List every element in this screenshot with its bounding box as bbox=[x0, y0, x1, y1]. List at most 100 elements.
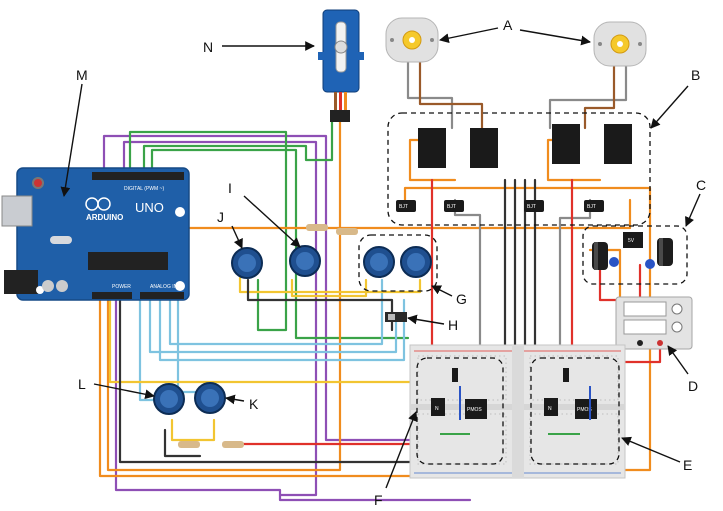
svg-text:5V: 5V bbox=[628, 238, 635, 244]
knob-icon bbox=[671, 303, 683, 315]
slide-switch bbox=[385, 312, 407, 322]
arrow-m bbox=[60, 83, 83, 197]
power-header-label: POWER bbox=[112, 284, 131, 290]
potentiometer-i bbox=[289, 245, 321, 277]
potentiometers bbox=[153, 245, 432, 415]
resistor bbox=[222, 441, 244, 448]
crystal bbox=[50, 236, 72, 244]
group-outlines bbox=[358, 112, 688, 465]
brown-wire bbox=[418, 60, 484, 130]
regulator-chip: 5V bbox=[623, 232, 643, 248]
transistor: BJT bbox=[584, 200, 604, 212]
power-jack bbox=[4, 270, 38, 294]
svg-text:N: N bbox=[435, 406, 439, 412]
dc-motor-left bbox=[385, 17, 439, 63]
diode bbox=[563, 368, 569, 382]
arrow-e bbox=[621, 436, 681, 463]
label-e: E bbox=[683, 457, 692, 473]
svg-text:BJT: BJT bbox=[399, 204, 408, 210]
capacitor bbox=[56, 280, 68, 292]
group-box-g bbox=[358, 234, 438, 292]
arrow-a-left bbox=[439, 27, 499, 44]
label-n: N bbox=[203, 39, 213, 55]
arrow-k bbox=[225, 394, 245, 405]
relay bbox=[552, 124, 580, 164]
gray-wire bbox=[406, 60, 454, 130]
power-header bbox=[92, 292, 132, 299]
digital-header bbox=[92, 172, 184, 180]
nmos-transistor: N bbox=[431, 398, 445, 416]
svg-text:PMOS: PMOS bbox=[577, 407, 592, 413]
orange-wire bbox=[178, 198, 632, 230]
gray-wire bbox=[453, 198, 482, 352]
arrow-i bbox=[243, 195, 301, 248]
arrow-l bbox=[93, 383, 155, 400]
svg-text:N: N bbox=[548, 406, 552, 412]
arrow-f bbox=[385, 411, 418, 489]
group-box-f bbox=[416, 357, 504, 465]
relay bbox=[470, 128, 498, 168]
potentiometer-j bbox=[231, 247, 263, 279]
arduino-logo-icon bbox=[97, 197, 111, 211]
power-supply bbox=[615, 296, 693, 350]
gray-wire bbox=[548, 60, 628, 130]
pmos-transistor: PMOS bbox=[465, 399, 487, 419]
arrow-c bbox=[685, 193, 701, 227]
arrow-j bbox=[231, 225, 243, 249]
green-wire bbox=[128, 130, 288, 332]
blue-wire bbox=[168, 278, 384, 346]
digital-header-label: DIGITAL (PWM ~) bbox=[124, 186, 164, 192]
gray-wire bbox=[558, 198, 592, 352]
resistor bbox=[306, 224, 328, 231]
nmos-transistor: N bbox=[544, 398, 558, 416]
arrow-d bbox=[667, 345, 689, 375]
knob-icon bbox=[671, 321, 683, 333]
servo-motor bbox=[318, 9, 364, 122]
yellow-wire bbox=[170, 418, 216, 442]
group-box-b bbox=[387, 112, 651, 226]
label-d: D bbox=[688, 378, 698, 394]
servo-cable bbox=[334, 92, 337, 110]
red-wire bbox=[223, 442, 422, 472]
arduino-uno-board: DIGITAL (PWM ~) ARDUINO UNO POWER ANALOG… bbox=[1, 167, 190, 301]
resistor bbox=[178, 441, 200, 448]
usb-port bbox=[1, 195, 33, 227]
potentiometer-k bbox=[194, 382, 226, 414]
transistor: BJT bbox=[444, 200, 464, 212]
dc-motor-right bbox=[593, 21, 647, 67]
blue-wire bbox=[148, 298, 398, 354]
transistor: BJT bbox=[396, 200, 416, 212]
mounting-hole bbox=[175, 281, 185, 291]
reset-button bbox=[32, 177, 44, 189]
potentiometer-g1 bbox=[363, 246, 395, 278]
arduino-logo-text: ARDUINO bbox=[86, 213, 123, 222]
label-l: L bbox=[78, 376, 86, 392]
electrolytic-capacitor bbox=[592, 242, 608, 270]
orange-wire bbox=[546, 138, 602, 182]
resistor bbox=[336, 228, 358, 235]
green-wire bbox=[150, 148, 410, 340]
analog-header bbox=[140, 292, 184, 299]
relay bbox=[604, 124, 632, 164]
label-g: G bbox=[456, 291, 467, 307]
relay bbox=[418, 128, 446, 168]
label-b: B bbox=[691, 67, 700, 83]
analog-header-label: ANALOG IN bbox=[150, 284, 178, 290]
group-box-c bbox=[582, 225, 688, 285]
arrow-g bbox=[431, 285, 453, 297]
breadboard-holes bbox=[417, 355, 619, 465]
black-wire bbox=[246, 278, 394, 332]
breadboard: N PMOS N PMOS bbox=[409, 344, 626, 479]
potentiometer-l bbox=[153, 383, 185, 415]
relay-module: BJT BJT BJT BJT bbox=[396, 124, 632, 212]
potentiometer-g2 bbox=[400, 246, 432, 278]
pmos-transistor: PMOS bbox=[575, 399, 597, 419]
callout-arrows bbox=[60, 27, 701, 489]
transistor: BJT bbox=[524, 200, 544, 212]
svg-text:PMOS: PMOS bbox=[467, 407, 482, 413]
electrolytic-capacitor bbox=[657, 238, 673, 266]
brown-wire bbox=[583, 60, 616, 130]
microcontroller-chip bbox=[88, 252, 168, 270]
ceramic-capacitor bbox=[609, 257, 619, 267]
